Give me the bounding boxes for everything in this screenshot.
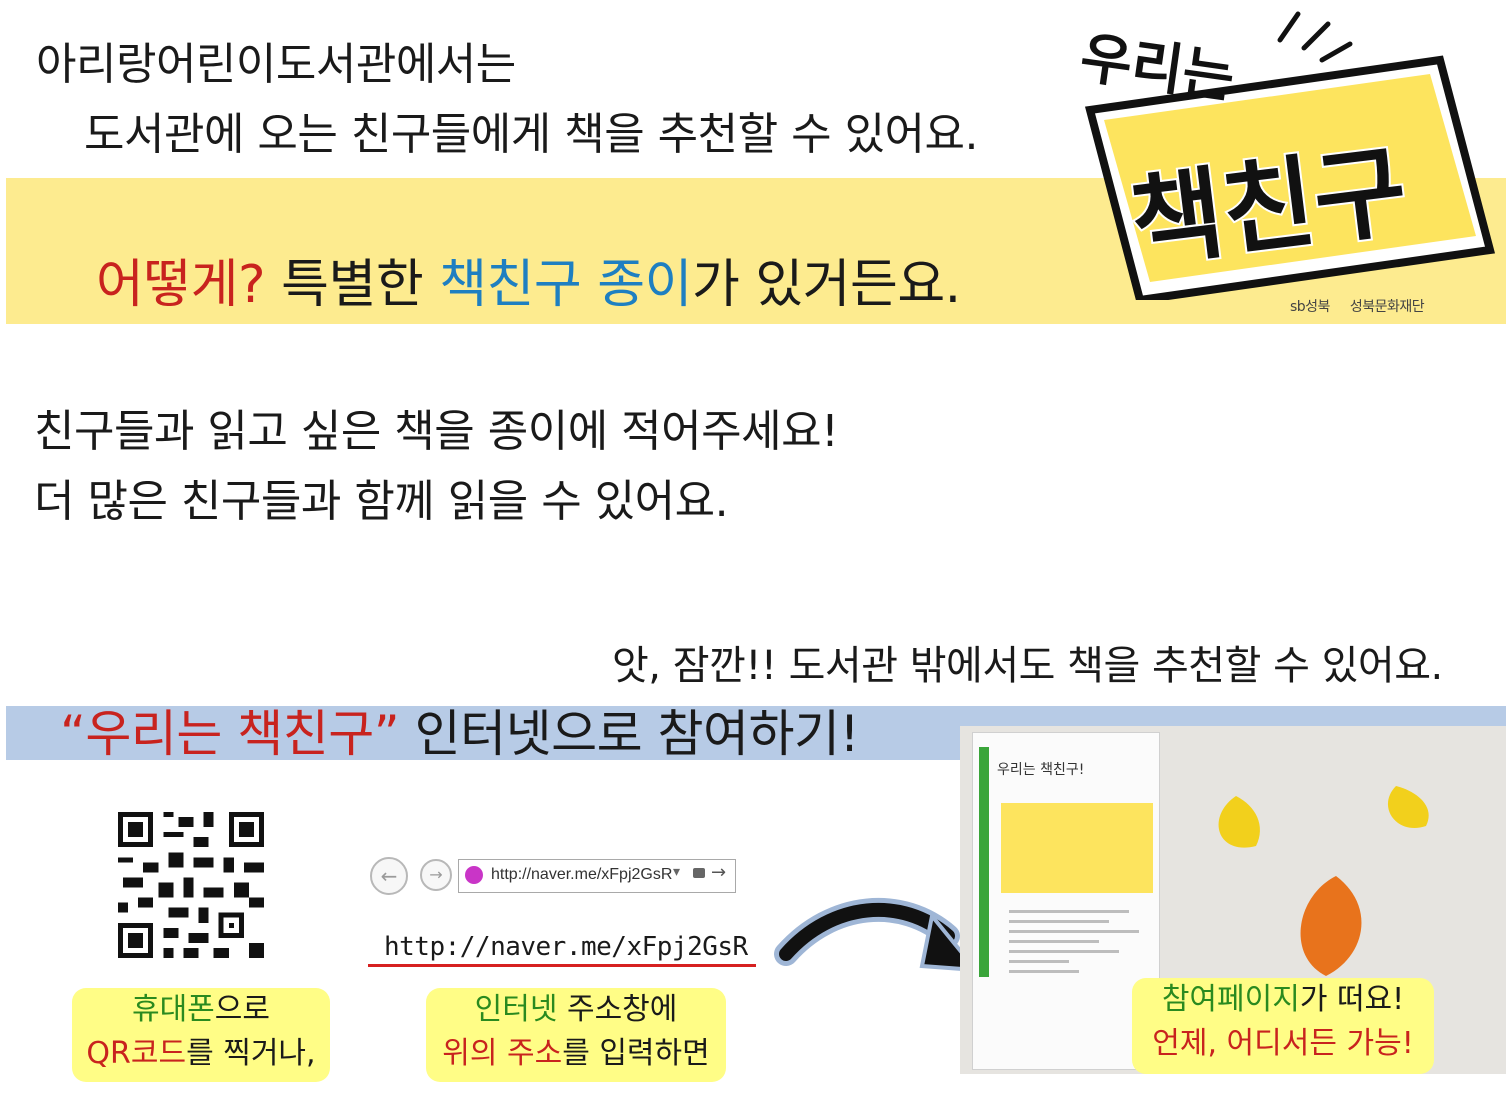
note-page-highlight: 참여페이지	[1161, 982, 1300, 1017]
preview-text-lines	[1009, 903, 1149, 980]
green-ribbon	[979, 747, 989, 977]
online-title-quoted: “우리는 책친구”	[60, 705, 400, 763]
logo-line-1: 우리는	[1076, 25, 1238, 111]
note-url-address: 위의 주소	[442, 1036, 563, 1071]
wait-line: 앗, 잠깐!! 도서관 밖에서도 책을 추천할 수 있어요.	[612, 643, 1443, 689]
note-url-instruction: 인터넷 주소창에 위의 주소를 입력하면	[426, 988, 726, 1082]
how-highlight: 책친구 종이	[439, 255, 692, 315]
preview-form-page: 우리는 책친구!	[972, 732, 1160, 1070]
url-underline	[368, 964, 756, 967]
back-arrow-icon[interactable]: ←	[370, 857, 408, 895]
sparkle-lines	[1277, 11, 1353, 63]
note-qr-phone: 휴대폰	[131, 992, 215, 1027]
autumn-leaves-image	[1218, 786, 1429, 976]
preview-logo	[1001, 803, 1153, 893]
how-question: 어떻게?	[96, 255, 266, 315]
book-friend-logo: 우리는 책친구	[1076, 11, 1496, 300]
online-title: “우리는 책친구” 인터넷으로 참여하기!	[60, 694, 860, 766]
site-favicon-icon	[465, 866, 483, 884]
note-page-anytime: 언제, 어디서든 가능!	[1152, 1026, 1414, 1061]
note-url-text2: 를 입력하면	[562, 1036, 710, 1071]
lock-icon	[693, 868, 705, 878]
note-qr-text2: 를 찍거나,	[186, 1036, 316, 1071]
note-qr-code: QR코드	[86, 1036, 187, 1071]
curved-arrow-icon	[774, 898, 981, 973]
note-page-result: 참여페이지가 떠요! 언제, 어디서든 가능!	[1132, 978, 1434, 1074]
middle-line-1: 친구들과 읽고 싶은 책을 종이에 적어주세요!	[34, 406, 839, 457]
sb-logo: sb성북	[1290, 299, 1330, 315]
how-text-1: 특별한	[265, 255, 440, 315]
preview-title: 우리는 책친구!	[997, 762, 1085, 778]
forward-arrow-icon[interactable]: →	[420, 859, 452, 891]
participation-page-preview: 우리는 책친구!	[960, 726, 1506, 1074]
how-text-2: 가 있거든요.	[691, 255, 961, 315]
note-url-text1: 주소창에	[557, 992, 678, 1027]
go-arrow-icon[interactable]: →	[711, 862, 727, 883]
note-qr-instruction: 휴대폰으로 QR코드를 찍거나,	[72, 988, 330, 1082]
online-title-rest: 인터넷으로 참여하기!	[399, 705, 860, 763]
logo-credits: sb성북 성북문화재단	[1290, 296, 1425, 316]
browser-address-bar: ← → http://naver.me/xFpj2GsR ▾ →	[366, 853, 738, 897]
note-qr-text1: 으로	[214, 992, 270, 1027]
qr-code[interactable]	[118, 812, 264, 958]
note-page-text1: 가 떠요!	[1299, 982, 1405, 1017]
chevron-down-icon[interactable]: ▾	[673, 864, 681, 880]
how-line: 어떻게? 특별한 책친구 종이가 있거든요.	[96, 242, 961, 317]
foundation-logo: 성북문화재단	[1349, 299, 1425, 315]
middle-line-2: 더 많은 친구들과 함께 읽을 수 있어요.	[34, 476, 729, 527]
url-text: http://naver.me/xFpj2GsR	[491, 866, 673, 883]
note-url-internet: 인터넷	[474, 992, 558, 1027]
url-input[interactable]: http://naver.me/xFpj2GsR ▾ →	[458, 859, 736, 893]
intro-line-1: 아리랑어린이도서관에서는	[36, 39, 516, 90]
intro-line-2: 도서관에 오는 친구들에게 책을 추천할 수 있어요.	[84, 109, 979, 160]
url-handwritten: http://naver.me/xFpj2GsR	[384, 932, 748, 962]
